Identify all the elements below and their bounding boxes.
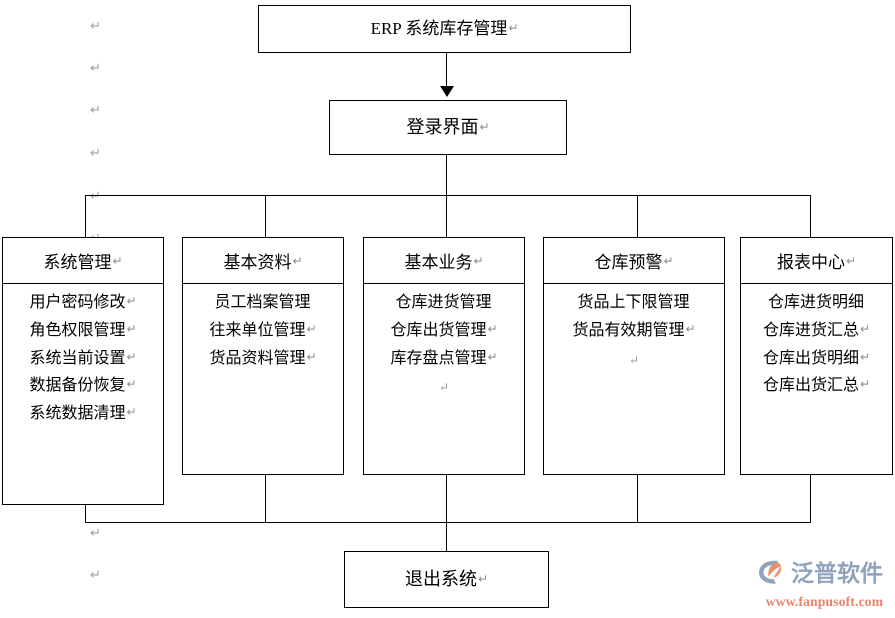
paragraph-mark: ↵ xyxy=(477,571,489,586)
module-header: 报表中心↵ xyxy=(741,238,892,284)
module-item-list: 货品上下限管理 货品有效期管理↵ ↵ xyxy=(544,284,724,474)
paragraph-mark: ↵ xyxy=(90,103,101,118)
module-header: 基本资料↵ xyxy=(183,238,343,284)
module-item[interactable]: 货品上下限管理 xyxy=(577,294,690,311)
module-warehouse-alert[interactable]: 仓库预警↵ 货品上下限管理 货品有效期管理↵ ↵ xyxy=(543,237,725,475)
paragraph-mark: ↵ xyxy=(306,321,317,336)
connector-bar-to-module-1 xyxy=(265,195,266,238)
module-header: 基本业务↵ xyxy=(364,238,524,284)
module-item-list: 员工档案管理 往来单位管理↵ 货品资料管理↵ xyxy=(183,284,343,474)
paragraph-mark: ↵ xyxy=(663,253,674,268)
module-item[interactable]: 数据备份恢复↵ xyxy=(29,377,137,395)
module-item[interactable]: 仓库进货管理 xyxy=(395,294,492,311)
connector-module-1-to-bar xyxy=(265,475,266,523)
watermark-url: www.fanpusoft.com xyxy=(765,594,884,609)
paragraph-mark: ↵ xyxy=(508,20,519,35)
module-item[interactable]: 系统数据清理↵ xyxy=(29,405,137,423)
module-basic-data[interactable]: 基本资料↵ 员工档案管理 往来单位管理↵ 货品资料管理↵ xyxy=(182,237,344,475)
paragraph-mark: ↵ xyxy=(90,526,101,541)
paragraph-mark: ↵ xyxy=(90,19,101,34)
paragraph-mark: ↵ xyxy=(90,568,101,583)
paragraph-mark: ↵ xyxy=(479,119,490,134)
paragraph-mark: ↵ xyxy=(845,253,857,268)
paragraph-mark: ↵ xyxy=(126,405,137,420)
node-exit-system[interactable]: 退出系统↵ xyxy=(344,551,549,608)
node-label: 登录界面↵ xyxy=(406,116,490,137)
paragraph-mark: ↵ xyxy=(90,189,101,204)
module-item[interactable]: 仓库进货汇总↵ xyxy=(762,321,871,339)
module-item[interactable]: 往来单位管理↵ xyxy=(209,321,317,339)
connector-bar-to-module-4 xyxy=(810,195,811,238)
node-label: 退出系统↵ xyxy=(404,568,489,589)
paragraph-mark: ↵ xyxy=(126,321,137,336)
module-item[interactable]: 仓库出货汇总↵ xyxy=(762,377,871,395)
paragraph-mark: ↵ xyxy=(292,253,303,268)
node-erp-title[interactable]: ERP 系统库存管理↵ xyxy=(258,5,631,53)
module-item[interactable]: 仓库进货明细 xyxy=(767,294,864,311)
module-system-management[interactable]: 系统管理↵ 用户密码修改↵ 角色权限管理↵ 系统当前设置↵ 数据备份恢复↵ 系统… xyxy=(2,237,164,505)
module-header: 系统管理↵ xyxy=(3,238,163,284)
paragraph-mark: ↵ xyxy=(112,253,123,268)
module-item-list: 仓库进货明细 仓库进货汇总↵ 仓库出货明细↵ 仓库出货汇总↵ xyxy=(741,284,892,474)
paragraph-mark: ↵ xyxy=(685,321,696,336)
connector-module-2-to-bar xyxy=(446,475,447,523)
module-item[interactable]: 货品有效期管理↵ xyxy=(572,321,696,339)
module-header: 仓库预警↵ xyxy=(544,238,724,284)
paragraph-mark: ↵ xyxy=(473,253,484,268)
node-label: ERP 系统库存管理↵ xyxy=(370,18,519,38)
watermark-brand: 泛普软件 xyxy=(791,561,883,587)
fanpu-logo-icon xyxy=(757,558,787,591)
module-report-center[interactable]: 报表中心↵ 仓库进货明细 仓库进货汇总↵ 仓库出货明细↵ 仓库出货汇总↵ xyxy=(740,237,893,475)
paragraph-mark: ↵ xyxy=(90,61,101,76)
connector-bar-to-module-3 xyxy=(637,195,638,238)
module-basic-business[interactable]: 基本业务↵ 仓库进货管理 仓库出货管理↵ 库存盘点管理↵ ↵ xyxy=(363,237,525,475)
node-login[interactable]: 登录界面↵ xyxy=(329,100,567,155)
module-item[interactable]: 员工档案管理 xyxy=(214,294,311,311)
connector-distribution-bar xyxy=(85,195,810,196)
arrow-head-icon xyxy=(440,86,454,97)
connector-module-3-to-bar xyxy=(637,475,638,523)
paragraph-mark: ↵ xyxy=(487,321,498,336)
paragraph-mark: ↵ xyxy=(438,380,450,395)
module-item[interactable]: 系统当前设置↵ xyxy=(29,349,137,367)
module-item[interactable]: 仓库出货明细↵ xyxy=(762,349,871,367)
connector-bar-to-module-2 xyxy=(446,195,447,238)
paragraph-mark: ↵ xyxy=(126,349,137,364)
connector-login-to-bar xyxy=(446,155,447,196)
paragraph-mark: ↵ xyxy=(859,321,871,336)
connector-bar-to-exit xyxy=(446,522,447,552)
module-item[interactable]: 仓库出货管理↵ xyxy=(390,321,498,339)
paragraph-mark: ↵ xyxy=(859,377,871,392)
paragraph-mark: ↵ xyxy=(306,349,317,364)
paragraph-mark: ↵ xyxy=(628,352,640,367)
watermark-logo: 泛普软件 www.fanpusoft.com xyxy=(757,558,892,614)
module-item[interactable]: 货品资料管理↵ xyxy=(209,349,317,367)
paragraph-mark: ↵ xyxy=(487,349,498,364)
connector-collect-bar xyxy=(85,522,810,523)
module-item-list: 用户密码修改↵ 角色权限管理↵ 系统当前设置↵ 数据备份恢复↵ 系统数据清理↵ xyxy=(3,284,163,504)
paragraph-mark: ↵ xyxy=(90,146,101,161)
module-item[interactable]: 角色权限管理↵ xyxy=(29,321,137,339)
module-item[interactable]: 库存盘点管理↵ xyxy=(390,349,498,367)
connector-module-4-to-bar xyxy=(810,475,811,523)
connector-title-to-login xyxy=(446,53,447,87)
module-item-list: 仓库进货管理 仓库出货管理↵ 库存盘点管理↵ ↵ xyxy=(364,284,524,474)
paragraph-mark: ↵ xyxy=(859,349,871,364)
connector-bar-to-module-0 xyxy=(85,195,86,238)
connector-module-0-to-bar xyxy=(85,505,86,523)
paragraph-mark: ↵ xyxy=(126,294,137,308)
module-item[interactable]: 用户密码修改↵ xyxy=(29,294,137,311)
paragraph-mark: ↵ xyxy=(126,377,137,392)
